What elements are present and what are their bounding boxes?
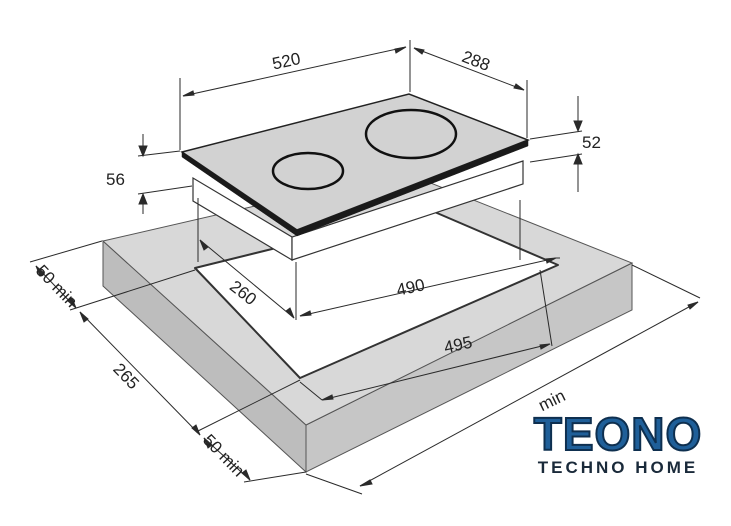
label-side-margin-top: 50 min <box>32 261 81 311</box>
hob <box>180 93 531 262</box>
hob-body-right <box>291 160 524 261</box>
label-depth-top: 288 <box>459 47 492 75</box>
dimension-lines <box>29 40 701 495</box>
small-cooking-zone <box>271 151 345 191</box>
large-cooking-zone <box>364 108 458 160</box>
label-width-top: 520 <box>271 49 303 73</box>
teono-logo: TEONO TECHNO HOME <box>513 408 723 480</box>
label-side-margin-bottom: 50 min <box>199 431 248 481</box>
label-height-left: 56 <box>106 170 125 189</box>
label-depth-cutout: 265 <box>109 360 142 394</box>
logo-tagline: TECHNO HOME <box>537 458 699 477</box>
hob-glass-edge <box>181 139 529 237</box>
logo-brand: TEONO <box>533 408 703 460</box>
label-height-right: 52 <box>582 133 601 152</box>
